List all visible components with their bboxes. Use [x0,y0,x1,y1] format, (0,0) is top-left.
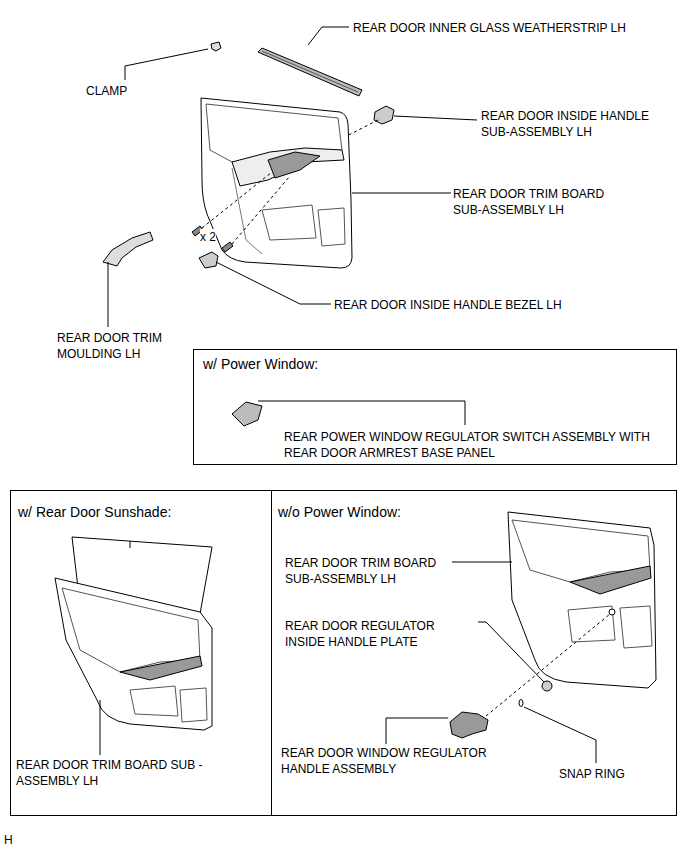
panel-heading: w/o Power Window: [278,504,498,520]
bezel-part [199,252,218,268]
part-label: REAR DOOR INNER GLASS WEATHERSTRIP LH [353,20,626,36]
part-label: REAR DOOR WINDOW REGULATOR HANDLE ASSEMB… [281,745,516,777]
figure-id: H [4,832,13,848]
leader-line [125,49,208,80]
switch-part [232,402,262,426]
part-label: REAR DOOR INSIDE HANDLE SUB-ASSEMBLY LH [481,108,681,140]
part-label: CLAMP [86,83,127,99]
window-handle-part [450,712,488,738]
sunshade-board-part [55,537,212,730]
leader-line [258,401,465,425]
part-label: SNAP RING [559,766,659,782]
part-label: REAR DOOR TRIM BOARD SUB-ASSEMBLY LH [453,186,631,218]
part-label: REAR DOOR INSIDE HANDLE BEZEL LH [334,297,562,313]
option-panel: w/o Power Window: REAR DOOR TRIM BOARD SU… [271,490,677,816]
clamp-part [211,42,221,51]
part-label: REAR DOOR TRIM BOARD SUB -ASSEMBLY LH [16,757,221,789]
panel-heading: w/ Power Window: [203,356,423,372]
part-label: REAR DOOR REGULATOR INSIDE HANDLE PLATE [285,618,463,650]
leader-line [524,707,596,763]
moulding-part [103,232,153,266]
panel-heading: w/ Rear Door Sunshade: [18,504,258,520]
part-label: REAR POWER WINDOW REGULATOR SWITCH ASSEM… [284,429,659,461]
option-panel: w/ Power Window: REAR POWER WINDOW REGULA… [193,349,677,465]
leader-line [352,193,451,194]
weatherstrip-part [258,48,362,96]
leader-line [386,718,448,744]
trim-board-part [201,98,352,268]
inside-handle-part [374,106,394,124]
leader-line [478,622,544,682]
leader-line [394,116,477,120]
weatherstrip-detail [262,51,358,92]
screw-part [192,172,290,252]
leader-line [108,262,109,327]
trim-board-part [508,512,656,688]
leader-line [452,562,512,563]
leader-line [100,700,101,755]
option-panel: w/ Rear Door Sunshade: REAR DOOR TRIM BOA… [10,490,272,816]
leader-line [216,262,331,304]
dashed-guide [486,614,610,716]
part-label: REAR DOOR TRIM BOARD SUB-ASSEMBLY LH [285,555,453,587]
part-label: REAR DOOR TRIM MOULDING LH [57,330,189,362]
snap-ring-part [519,700,523,707]
leader-line [308,27,349,45]
plate-part [542,681,552,691]
quantity-note: x 2 [200,229,216,245]
